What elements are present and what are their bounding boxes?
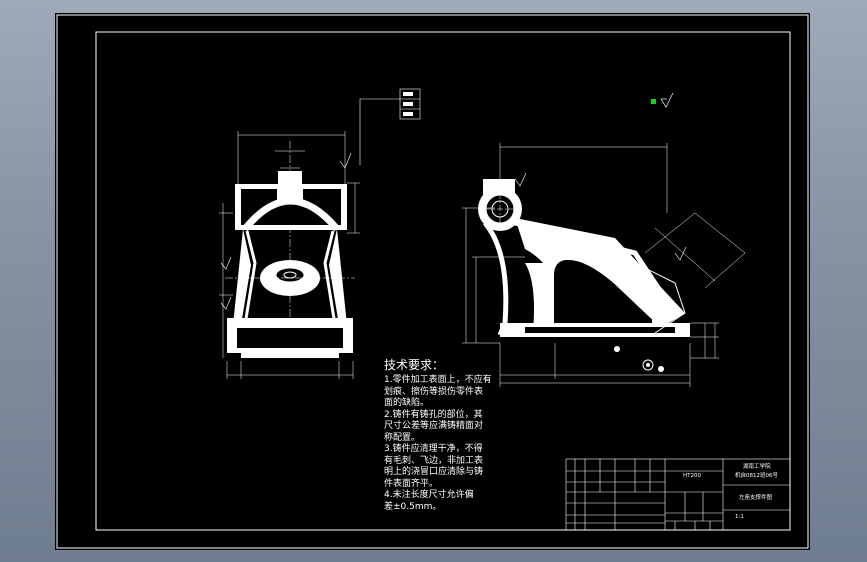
title-block-part-name: 左座支撑件图 [739,495,773,501]
title-block-material: HT200 [683,473,701,479]
title-block-scale: 1:1 [735,514,744,520]
general-roughness-symbol [651,92,674,108]
title-block [565,458,791,531]
technical-requirements: 技术要求： 1.零件加工表面上，不应有 划痕、擦伤等损伤零件表 面的缺陷。 2.… [384,357,504,513]
requirement-item-3: 3.铸件应清理干净，不得 有毛刺、飞边，非加工表 明上的浇冒口应清除与铸 件表面… [384,444,484,489]
title-block-class: 机自0812班06号 [735,473,778,479]
sheet-outer-border [56,14,809,549]
drawing-frame [95,31,791,531]
engineering-drawing [56,14,809,549]
requirement-item-1: 1.零件加工表面上，不应有 划痕、擦伤等损伤零件表 面的缺陷。 [384,375,492,408]
surface-finish-callout [359,88,421,165]
front-view [219,131,360,379]
title-block-school: 湖南工学院 [743,464,771,470]
technical-requirements-title: 技术要求： [384,358,445,372]
cad-drawing-viewport[interactable]: 技术要求： 1.零件加工表面上，不应有 划痕、擦伤等损伤零件表 面的缺陷。 2.… [55,13,810,550]
requirement-item-2: 2.铸件有铸孔的部位，其 尺寸公差等应满铸精面对 称配置。 [384,409,484,443]
side-view [462,143,746,387]
requirement-item-4: 4.未注长度尺寸允许偏 差±0.5mm。 [384,490,474,512]
